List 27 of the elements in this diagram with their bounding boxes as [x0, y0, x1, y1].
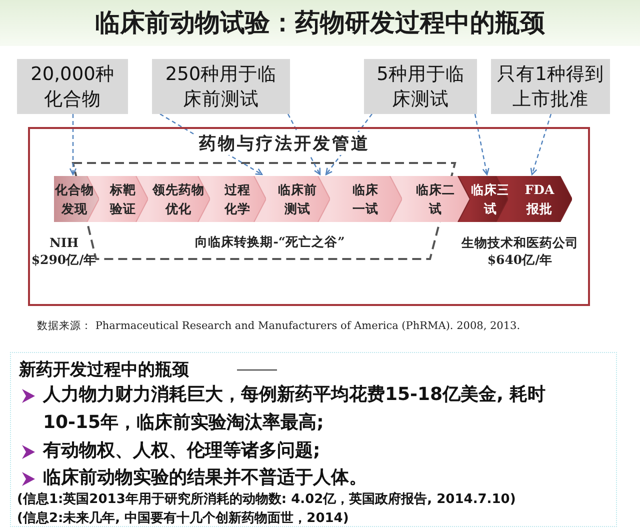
pipeline-stage: 标靶验证 [98, 176, 148, 222]
leader-arrow [530, 114, 552, 176]
pipeline-stage: 化合物发现 [54, 176, 98, 222]
funding-note: NIH $290亿/年 [30, 234, 98, 268]
funding-note: 生物技术和医药公司 $640亿/年 [460, 234, 580, 268]
callout-box: 5种用于临床测试 [364, 59, 477, 114]
callout-box: 只有1种得到上市批准 [491, 59, 610, 114]
pipeline-stage: 临床二试 [402, 176, 470, 222]
info-note: (信息2:未来几年, 中国要有十几个创新药物面世，2014) [17, 510, 349, 527]
bullet-text: 临床前动物实验的结果并不普适于人体。 [43, 466, 368, 490]
bullet-text: 有动物权、人权、伦理等诸多问题; [43, 439, 322, 463]
pipeline-frame [28, 127, 590, 306]
valley-label: 向临床转换期-“死亡之谷” [194, 234, 346, 251]
leader-arrow [69, 114, 77, 176]
callout-box: 250种用于临床前测试 [152, 59, 290, 114]
pipeline-stage: 过程化学 [210, 176, 266, 222]
pipeline-stage: 临床前测试 [266, 176, 330, 222]
pipeline-stage: 临床一试 [330, 176, 402, 222]
info-note: (信息1:英国2013年用于研究所消耗的动物数: 4.02亿，英国政府报告, 2014.7.10) [17, 490, 516, 508]
leader-arrow [474, 114, 490, 176]
pipeline-stage: FDA报批 [508, 176, 572, 222]
pipeline-stage: 领先药物优化 [148, 176, 210, 222]
callout-box: 20,000种化合物 [17, 59, 128, 114]
source-note: 数据来源： Pharmaceutical Research and Manufacturers of America (PhRMA). 2008, 2013. [37, 319, 520, 333]
panel-heading: 新药开发过程中的瓶颈 [19, 359, 189, 381]
title: 临床前动物试验：药物研发过程中的瓶颈 [94, 7, 546, 39]
bullet-text: 人力物力财力消耗巨大，每例新药平均花费15-18亿美金, 耗时10-15年，临床前实验淘汰率最高; [43, 383, 547, 435]
